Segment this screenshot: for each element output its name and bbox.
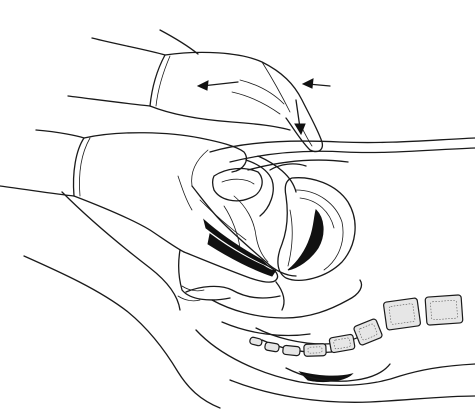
coccyx-segment-2: [264, 342, 279, 352]
sacral-segment-2: [329, 334, 355, 353]
introitus-detail: [178, 282, 284, 310]
coccyx-segment-1: [249, 337, 262, 347]
sacral-segment-4: [383, 298, 421, 330]
arrow-left-1-icon: [198, 81, 238, 90]
abdominal-wall: [210, 138, 475, 170]
coccyx-segment-3: [283, 345, 301, 356]
arrow-left-2-icon: [303, 79, 330, 88]
uterus: [266, 178, 355, 281]
sacral-segment-1: [304, 344, 326, 357]
upper-hand: [68, 30, 322, 152]
sacral-segment-5: [425, 295, 463, 325]
sacral-segment-3: [353, 318, 383, 346]
bladder: [213, 169, 263, 201]
arrow-down-icon: [295, 100, 305, 134]
